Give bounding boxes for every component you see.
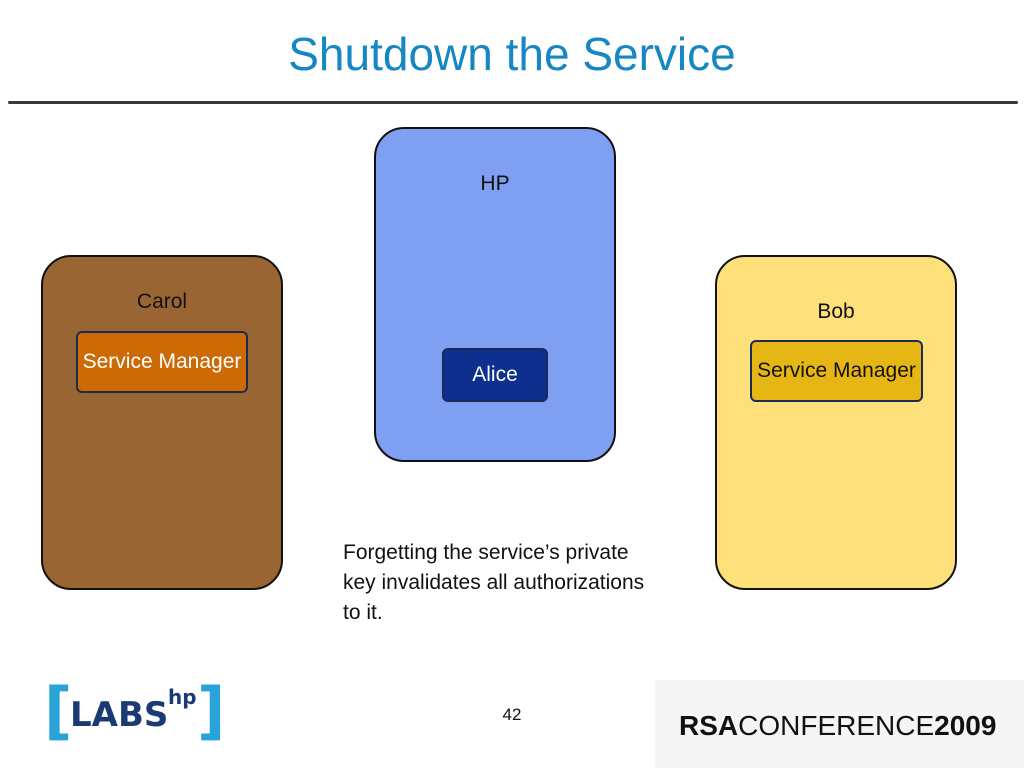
bob-panel: Bob xyxy=(715,255,957,590)
caption-text: Forgetting the service’s private key inv… xyxy=(343,541,645,624)
hp-panel: HP xyxy=(374,127,616,462)
rsa-wordmark-text: RSACONFERENCE2009 xyxy=(679,710,996,741)
carol-label: Carol xyxy=(136,290,188,313)
title-divider xyxy=(8,101,1018,104)
rsa-conference-logo: RSACONFERENCE2009 xyxy=(655,680,1024,768)
logo-bracket-right: ] xyxy=(197,674,222,746)
page-number: 42 xyxy=(502,705,522,724)
carol-panel: Carol xyxy=(41,255,283,590)
rsa-conference-wordmark: RSACONFERENCE2009 xyxy=(679,710,996,741)
hp-label: HP xyxy=(480,172,510,195)
rsa-conference-word: CONFERENCE xyxy=(738,710,934,741)
carol-service-manager-box: Service Manager xyxy=(76,331,248,393)
rsa-year: 2009 xyxy=(934,710,996,741)
rsa-prefix: RSA xyxy=(679,710,738,741)
logo-bracket-left: [ xyxy=(44,674,72,746)
logo-hp-superscript: hp xyxy=(168,685,197,709)
alice-box: Alice xyxy=(442,348,548,402)
logo-labs-text: LABS xyxy=(70,695,168,735)
slide-title: Shutdown the Service xyxy=(288,28,736,80)
bob-label: Bob xyxy=(817,300,855,323)
labs-hp-logo: [ LABS hp ] xyxy=(44,674,222,746)
bob-service-manager-box: Service Manager xyxy=(750,340,923,402)
